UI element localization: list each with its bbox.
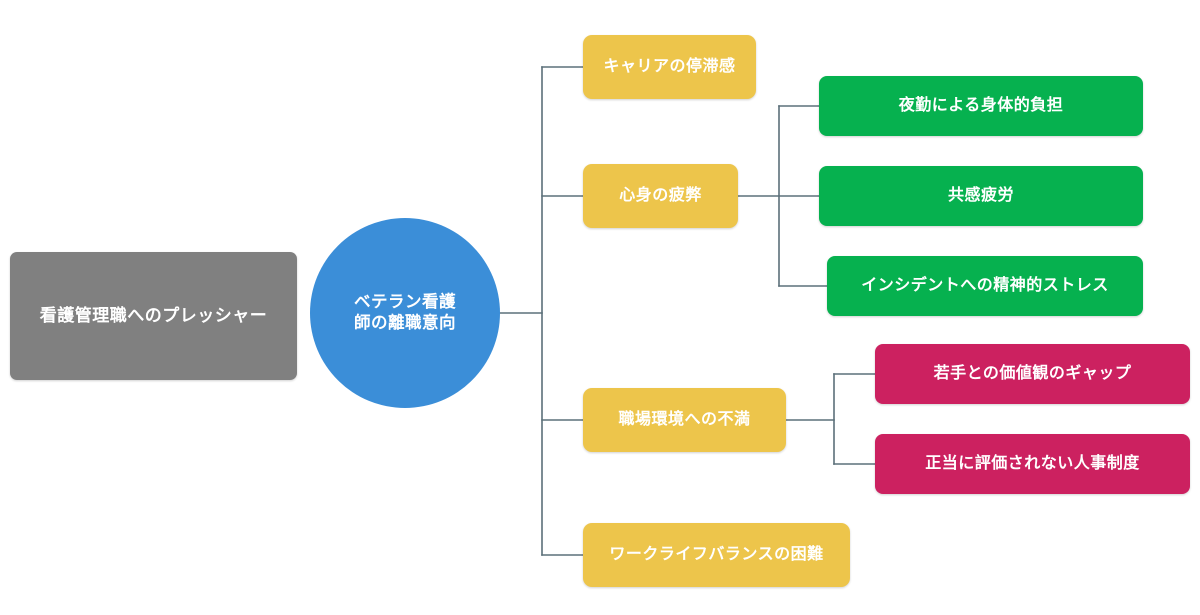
node-work-life-balance-label: ワークライフバランスの困難 [609, 545, 824, 563]
node-root-pressure-label: 看護管理職へのプレッシャー [39, 305, 268, 325]
node-values-gap[interactable]: 若手との価値観のギャップ [875, 344, 1190, 404]
node-incident-stress-label: インシデントへの精神的ストレス [861, 276, 1109, 294]
node-night-shift-burden-label: 夜勤による身体的負担 [898, 96, 1064, 114]
node-workplace-dissatisfaction[interactable]: 職場環境への不満 [583, 388, 786, 452]
node-career-stagnation-label: キャリアの停滞感 [603, 57, 736, 75]
node-unfair-evaluation[interactable]: 正当に評価されない人事制度 [875, 434, 1190, 494]
node-center-turnover-intention[interactable]: ベテラン看護 師の離職意向 [310, 218, 500, 408]
node-center-turnover-intention-label: ベテラン看護 師の離職意向 [354, 292, 456, 332]
node-career-stagnation[interactable]: キャリアの停滞感 [583, 35, 756, 99]
node-workplace-dissatisfaction-label: 職場環境への不満 [618, 410, 751, 428]
node-night-shift-burden[interactable]: 夜勤による身体的負担 [819, 76, 1143, 136]
node-incident-stress[interactable]: インシデントへの精神的ストレス [827, 256, 1143, 316]
node-mental-physical-fatigue[interactable]: 心身の疲弊 [583, 164, 738, 228]
node-compassion-fatigue[interactable]: 共感疲労 [819, 166, 1143, 226]
node-root-pressure[interactable]: 看護管理職へのプレッシャー [10, 252, 297, 380]
node-compassion-fatigue-label: 共感疲労 [947, 186, 1014, 204]
node-unfair-evaluation-label: 正当に評価されない人事制度 [925, 454, 1140, 472]
node-mental-physical-fatigue-label: 心身の疲弊 [619, 186, 702, 204]
node-work-life-balance[interactable]: ワークライフバランスの困難 [583, 523, 850, 587]
node-values-gap-label: 若手との価値観のギャップ [933, 364, 1132, 382]
